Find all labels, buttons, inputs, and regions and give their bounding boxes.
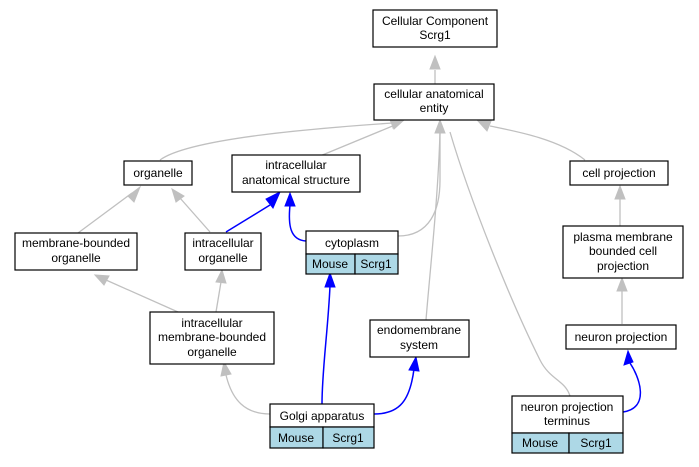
node-label-line: Cellular Component xyxy=(382,14,489,28)
gene-tag xyxy=(322,426,375,449)
species-tag-label: Mouse xyxy=(522,436,558,450)
node-box xyxy=(373,83,495,121)
node-label-line: intracellular xyxy=(192,236,253,250)
node-box xyxy=(562,225,684,279)
node-box xyxy=(149,311,275,365)
node-golgi-apparatus[interactable]: Golgi apparatus Mouse Scrg1 xyxy=(269,403,375,449)
node-box xyxy=(569,160,669,186)
node-box xyxy=(511,395,624,434)
edge-npt-to-cae xyxy=(449,131,571,397)
nodes-layer: Cellular Component Scrg1 cellular anatom… xyxy=(14,9,684,454)
gene-tag xyxy=(354,253,399,275)
species-tag-label: Mouse xyxy=(312,257,348,271)
node-label-line: system xyxy=(400,338,438,352)
node-label-line: membrane-bounded xyxy=(22,236,130,250)
arrowhead xyxy=(93,274,110,286)
arrowhead xyxy=(614,184,626,200)
node-label-line: endomembrane xyxy=(377,323,461,337)
node-box xyxy=(123,160,193,186)
node-box xyxy=(14,232,138,271)
arrowhead xyxy=(265,190,282,209)
node-label-line: neuron projection xyxy=(575,330,668,344)
node-box xyxy=(231,154,361,193)
node-cytoplasm[interactable]: cytoplasm Mouse Scrg1 xyxy=(305,230,399,275)
node-label-line: neuron projection xyxy=(521,400,614,414)
node-cellular-anatomical-entity[interactable]: cellular anatomical entity xyxy=(373,83,495,121)
node-plasma-membrane-bounded-cell-projection[interactable]: plasma membrane bounded cell projection xyxy=(562,225,684,279)
arrowhead xyxy=(434,118,446,134)
edge-imbo-to-mbo xyxy=(105,279,179,313)
node-label-line: Scrg1 xyxy=(419,28,451,42)
edge-organelle-to-cae xyxy=(159,122,394,161)
edge-cytoplasm-to-ias xyxy=(288,204,307,242)
gene-tag-label: Scrg1 xyxy=(332,431,364,445)
node-label-line: plasma membrane xyxy=(573,230,673,244)
edge-ias-to-cae xyxy=(319,124,396,157)
node-intracellular-membrane-bounded-organelle[interactable]: intracellular membrane-bounded organelle xyxy=(149,311,275,365)
arrowhead xyxy=(284,191,296,207)
gene-tag-label: Scrg1 xyxy=(580,436,612,450)
edge-npt-to-neuronproj xyxy=(622,362,642,413)
arrowhead xyxy=(623,349,634,366)
node-label-line: entity xyxy=(420,101,449,115)
node-label-line: projection xyxy=(597,259,649,273)
node-label-line: intracellular xyxy=(265,158,326,172)
node-label-line: cell projection xyxy=(582,166,655,180)
arrowhead xyxy=(215,268,227,284)
node-box xyxy=(565,324,677,350)
species-tag-label: Mouse xyxy=(278,431,314,445)
arrowhead xyxy=(171,187,185,203)
node-label-line: membrane-bounded xyxy=(158,330,266,344)
node-box xyxy=(369,319,470,358)
node-label-line: cellular anatomical xyxy=(384,87,483,101)
edge-mbo-to-organelle xyxy=(77,192,133,234)
arrowhead xyxy=(616,276,628,292)
node-neuron-projection[interactable]: neuron projection xyxy=(565,324,677,350)
edge-cellproj-to-cae xyxy=(489,125,586,161)
node-intracellular-anatomical-structure[interactable]: intracellular anatomical structure xyxy=(231,154,361,193)
arrowhead xyxy=(220,360,232,377)
node-label-line: intracellular xyxy=(181,316,242,330)
node-label-line: terminus xyxy=(544,414,590,428)
edge-cytoplasm-to-cae xyxy=(397,132,441,237)
edge-io-to-organelle xyxy=(179,197,211,233)
node-organelle[interactable]: organelle xyxy=(123,160,193,186)
node-cellular-component-scrg1[interactable]: Cellular Component Scrg1 xyxy=(372,9,498,48)
arrowhead xyxy=(429,54,441,70)
node-label-line: cytoplasm xyxy=(325,236,379,250)
node-cell-projection[interactable]: cell projection xyxy=(569,160,669,186)
gene-tag xyxy=(568,432,624,454)
edge-golgi-to-endomembrane xyxy=(373,368,415,415)
arrowhead xyxy=(408,355,420,372)
node-label-line: organelle xyxy=(187,345,237,359)
edge-golgi-to-imbo xyxy=(225,374,271,415)
edge-endomembrane-to-cae xyxy=(425,131,441,321)
edge-io-to-ias xyxy=(225,204,271,233)
node-label-line: organelle xyxy=(198,251,248,265)
edges-layer xyxy=(77,54,642,415)
node-box xyxy=(184,232,262,271)
edge-imbo-to-io xyxy=(215,281,222,313)
node-box xyxy=(372,9,498,48)
arrowhead xyxy=(324,271,336,288)
node-label-line: anatomical structure xyxy=(242,173,350,187)
arrowhead xyxy=(127,185,142,203)
node-membrane-bounded-organelle[interactable]: membrane-bounded organelle xyxy=(14,232,138,271)
edge-golgi-to-cytoplasm xyxy=(321,285,331,405)
node-endomembrane-system[interactable]: endomembrane system xyxy=(369,319,470,358)
node-label-line: bounded cell xyxy=(589,244,657,258)
gene-tag-label: Scrg1 xyxy=(360,257,392,271)
node-neuron-projection-terminus[interactable]: neuron projection terminus Mouse Scrg1 xyxy=(511,395,624,454)
node-label-line: Golgi apparatus xyxy=(280,409,365,423)
arrowhead xyxy=(476,120,492,132)
node-label-line: organelle xyxy=(133,166,183,180)
node-intracellular-organelle[interactable]: intracellular organelle xyxy=(184,232,262,271)
node-label-line: organelle xyxy=(51,251,101,265)
